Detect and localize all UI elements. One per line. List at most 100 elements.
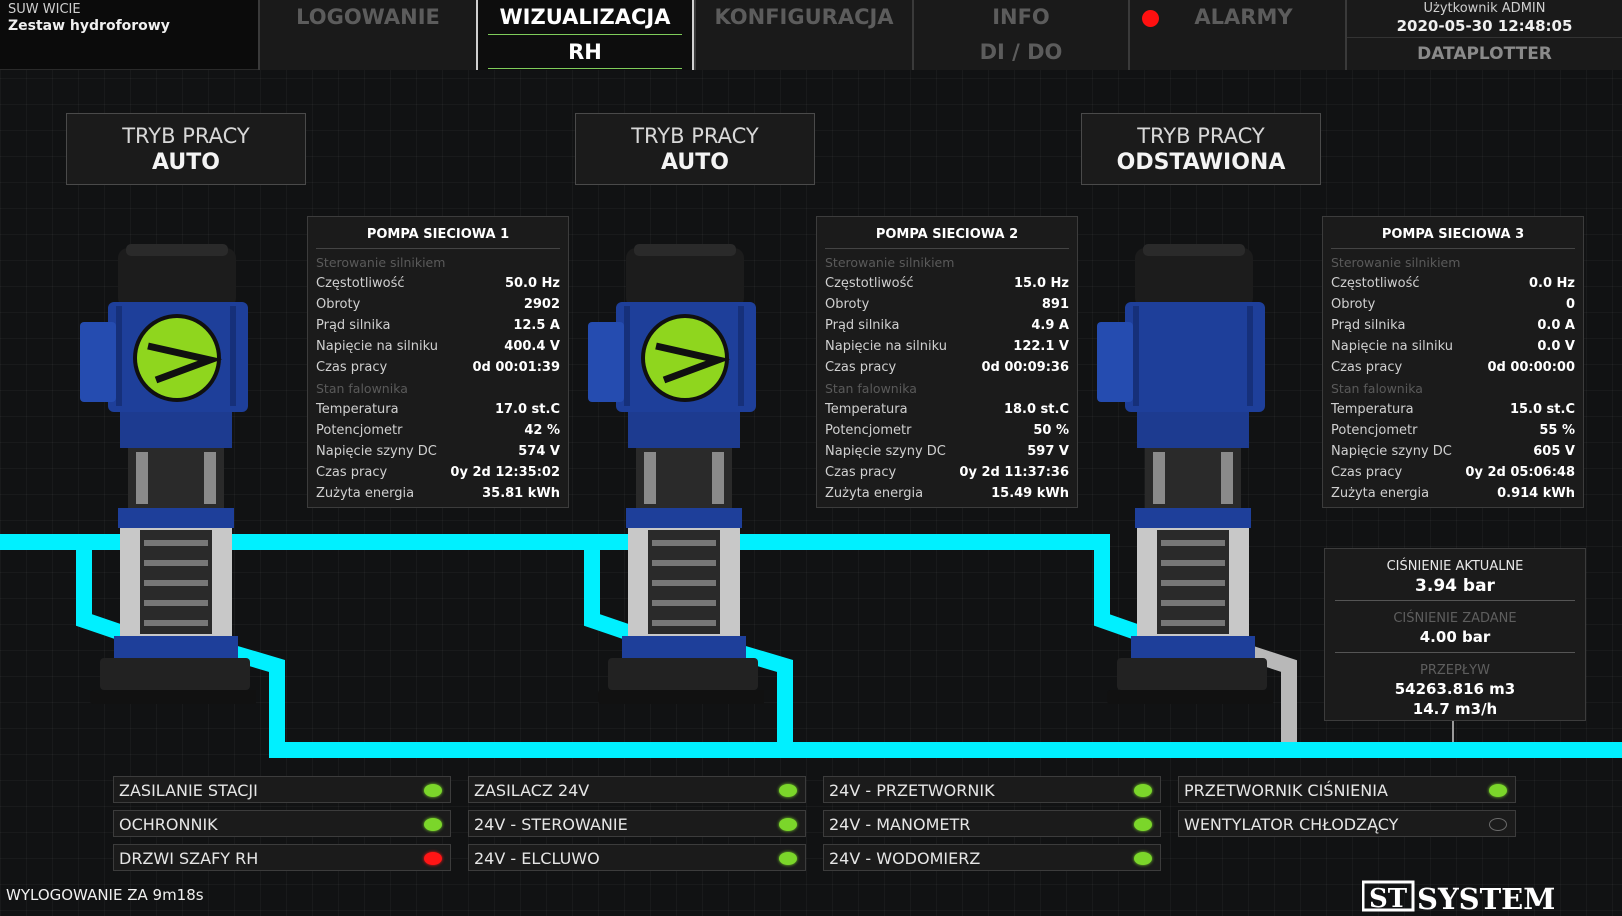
mode-box-pump-2[interactable]: TRYB PRACY AUTO: [575, 113, 815, 185]
param-row: Zużyta energia 35.81 kWh: [316, 483, 560, 504]
status-przetwornik-cisnienia: PRZETWORNIK CIŚNIENIA: [1178, 776, 1516, 803]
param-row: Częstotliwość 0.0 Hz: [1331, 273, 1575, 294]
status-label: OCHRONNIK: [119, 815, 218, 834]
param-value: 17.0 st.C: [494, 402, 560, 417]
status-led-icon: [779, 852, 797, 865]
param-label: Napięcie szyny DC: [1331, 444, 1452, 459]
status-24v-przetwornik: 24V - PRZETWORNIK: [823, 776, 1161, 803]
mode-title: TRYB PRACY: [631, 124, 759, 148]
param-label: Zużyta energia: [1331, 486, 1430, 501]
section-inverter-state: Stan falownika: [825, 381, 917, 396]
param-value: 0.0 Hz: [1528, 276, 1575, 291]
param-label: Potencjometr: [1331, 423, 1418, 438]
status-24v-sterowanie: 24V - STEROWANIE: [468, 810, 806, 837]
pressure-set-label: CIŚNIENIE ZADANE: [1393, 611, 1517, 626]
param-label: Potencjometr: [316, 423, 403, 438]
param-value: 0y 2d 11:37:36: [959, 465, 1069, 480]
param-label: Prąd silnika: [316, 318, 391, 333]
status-wentylator: WENTYLATOR CHŁODZĄCY: [1178, 810, 1516, 837]
status-zasilanie-stacji: ZASILANIE STACJI: [113, 776, 451, 803]
tab-info[interactable]: INFO DI / DO: [912, 0, 1128, 70]
param-row: Temperatura 17.0 st.C: [316, 399, 560, 420]
panel-title: POMPA SIECIOWA 2: [825, 217, 1069, 249]
tab-konfiguracja-label: KONFIGURACJA: [714, 5, 894, 29]
status-label: 24V - WODOMIERZ: [829, 849, 981, 868]
mode-title: TRYB PRACY: [1137, 124, 1265, 148]
tab-wizualizacja-label: WIZUALIZACJA: [488, 0, 682, 35]
alarm-indicator-icon: [1142, 10, 1159, 27]
section-motor-control: Sterowanie silnikiem: [316, 255, 446, 270]
param-label: Zużyta energia: [316, 486, 415, 501]
param-value: 0.0 A: [1537, 318, 1575, 333]
tab-dido[interactable]: DI / DO: [979, 40, 1063, 64]
pump-1-info-panel: POMPA SIECIOWA 1 Sterowanie silnikiem Cz…: [307, 216, 569, 508]
status-led-icon: [424, 818, 442, 831]
status-24v-wodomierz: 24V - WODOMIERZ: [823, 844, 1161, 871]
pipe-outlet-3-idle: [1243, 644, 1297, 742]
param-label: Czas pracy: [1331, 360, 1403, 375]
param-label: Napięcie na silniku: [1331, 339, 1453, 354]
flow-rate-value: 14.7 m3/h: [1412, 700, 1498, 718]
param-label: Prąd silnika: [825, 318, 900, 333]
pipe-outlet-1: [227, 644, 285, 750]
param-label: Obroty: [825, 297, 870, 312]
tab-alarmy[interactable]: ALARMY: [1128, 0, 1345, 70]
pump-2-icon[interactable]: [588, 242, 764, 712]
param-label: Obroty: [316, 297, 361, 312]
tab-wizualizacja[interactable]: WIZUALIZACJA RH: [476, 0, 694, 70]
tab-dataplotter[interactable]: DATAPLOTTER: [1347, 37, 1622, 70]
param-value: 55 %: [1539, 423, 1575, 438]
section-motor-control: Sterowanie silnikiem: [825, 255, 955, 270]
pipe-outlet-2: [735, 644, 793, 750]
logo-system: SYSTEM: [1417, 882, 1555, 914]
param-label: Temperatura: [316, 402, 399, 417]
station-title: SUW WICIE: [8, 2, 81, 17]
mode-box-pump-1[interactable]: TRYB PRACY AUTO: [66, 113, 306, 185]
tab-rh[interactable]: RH: [488, 35, 682, 69]
status-label: PRZETWORNIK CIŚNIENIA: [1184, 781, 1388, 800]
status-led-icon: [1134, 818, 1152, 831]
tab-konfiguracja[interactable]: KONFIGURACJA: [694, 0, 912, 70]
tab-alarmy-label: ALARMY: [1194, 5, 1293, 29]
param-value: 597 V: [1027, 444, 1069, 459]
section-motor-control: Sterowanie silnikiem: [1331, 255, 1461, 270]
param-value: 50 %: [1033, 423, 1069, 438]
status-label: 24V - STEROWANIE: [474, 815, 628, 834]
param-label: Czas pracy: [825, 360, 897, 375]
user-panel: Użytkownik ADMIN 2020-05-30 12:48:05 DAT…: [1345, 0, 1622, 70]
status-led-icon: [779, 784, 797, 797]
mode-value: ODSTAWIONA: [1116, 150, 1286, 175]
param-value: 0.0 V: [1537, 339, 1575, 354]
param-value: 35.81 kWh: [482, 486, 560, 501]
param-value: 15.0 Hz: [1013, 276, 1069, 291]
mode-box-pump-3[interactable]: TRYB PRACY ODSTAWIONA: [1081, 113, 1321, 185]
pump-1-icon[interactable]: [80, 242, 256, 712]
param-value: 0: [1565, 297, 1575, 312]
param-label: Częstotliwość: [1331, 276, 1420, 291]
status-24v-elcluwo: 24V - ELCLUWO: [468, 844, 806, 871]
param-value: 0d 00:01:39: [472, 360, 560, 375]
clock-datetime: 2020-05-30 12:48:05: [1396, 17, 1573, 35]
panel-title: POMPA SIECIOWA 1: [316, 217, 560, 249]
status-label: 24V - MANOMETR: [829, 815, 971, 834]
param-value: 0y 2d 05:06:48: [1465, 465, 1575, 480]
pressure-set-value: 4.00 bar: [1419, 628, 1491, 646]
tab-logowanie[interactable]: LOGOWANIE: [258, 0, 476, 70]
pump-2-info-panel: POMPA SIECIOWA 2 Sterowanie silnikiem Cz…: [816, 216, 1078, 508]
pump-3-icon[interactable]: [1097, 242, 1273, 712]
pipe-inlet-3: [1094, 542, 1145, 642]
flow-label: PRZEPŁYW: [1420, 663, 1490, 678]
pressure-set-block[interactable]: CIŚNIENIE ZADANE 4.00 bar: [1335, 601, 1575, 653]
param-label: Temperatura: [1331, 402, 1414, 417]
